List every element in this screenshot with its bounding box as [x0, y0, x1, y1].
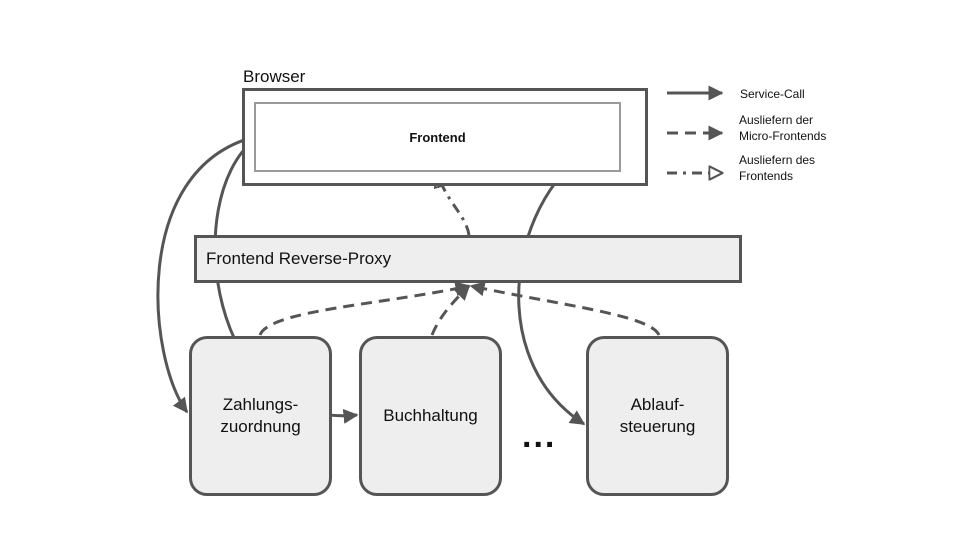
- legend-micro-frontends: Ausliefern der Micro-Frontends: [739, 113, 827, 144]
- frontend-box: Frontend: [254, 102, 621, 172]
- service-zahlungszuordnung: Zahlungs- zuordnung: [189, 336, 332, 496]
- service-buchhaltung: Buchhaltung: [359, 336, 502, 496]
- micro-frontend-delivery-zahlungszuordnung: [258, 281, 471, 336]
- more-services-ellipsis: ...: [522, 417, 557, 455]
- browser-label: Browser: [243, 67, 306, 86]
- legend-frontends: Ausliefern des Frontends: [739, 153, 816, 184]
- micro-frontend-delivery-buchhaltung: [430, 284, 471, 336]
- micro-frontend-delivery-ablaufsteuerung: [469, 281, 661, 336]
- service-ablaufsteuerung: Ablauf- steuerung: [586, 336, 729, 496]
- frontend-reverse-proxy: Frontend Reverse-Proxy: [194, 235, 742, 283]
- service-call-zahlungszuordnung: [156, 135, 255, 414]
- frontend-delivery-arrow: [438, 174, 471, 236]
- legend-service-call: Service-Call: [740, 87, 805, 101]
